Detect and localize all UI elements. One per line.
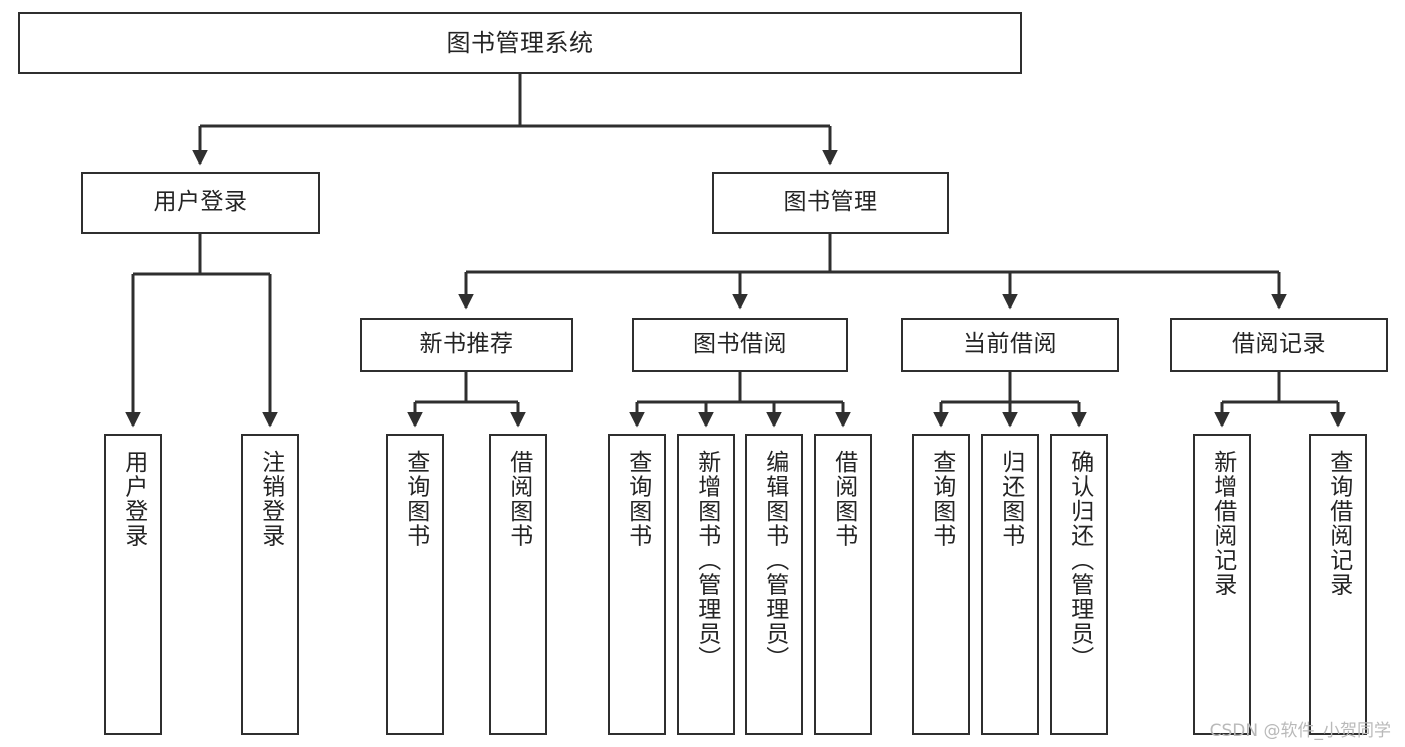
- node-leaf-add-record-label: 新增借阅记录: [1209, 450, 1236, 597]
- node-leaf-query-book-1-label: 查询图书: [402, 450, 429, 548]
- node-leaf-return-book[interactable]: 归还图书: [981, 434, 1039, 735]
- node-leaf-return-book-label: 归还图书: [997, 450, 1024, 548]
- csdn-watermark: CSDN @软件_小贺同学: [1209, 721, 1391, 741]
- node-leaf-borrow-book-2-label: 借阅图书: [830, 450, 857, 548]
- node-root[interactable]: 图书管理系统: [18, 12, 1022, 74]
- node-leaf-user-login-label: 用户登录: [120, 450, 147, 548]
- node-leaf-add-book-label: 新增图书（管理员）: [693, 450, 720, 671]
- node-new-book-rec-label: 新书推荐: [419, 331, 514, 358]
- node-borrow-record[interactable]: 借阅记录: [1170, 318, 1388, 372]
- node-leaf-edit-book[interactable]: 编辑图书（管理员）: [745, 434, 803, 735]
- node-new-book-rec[interactable]: 新书推荐: [360, 318, 573, 372]
- node-leaf-borrow-book-1[interactable]: 借阅图书: [489, 434, 547, 735]
- node-leaf-logout-login-label: 注销登录: [257, 450, 284, 548]
- node-root-label: 图书管理系统: [446, 28, 594, 57]
- node-leaf-add-record[interactable]: 新增借阅记录: [1193, 434, 1251, 735]
- node-leaf-borrow-book-1-label: 借阅图书: [505, 450, 532, 548]
- node-leaf-confirm-return[interactable]: 确认归还（管理员）: [1050, 434, 1108, 735]
- node-user-login[interactable]: 用户登录: [81, 172, 320, 234]
- node-leaf-user-login[interactable]: 用户登录: [104, 434, 162, 735]
- node-leaf-confirm-return-label: 确认归还（管理员）: [1066, 450, 1093, 671]
- node-current-borrow[interactable]: 当前借阅: [901, 318, 1119, 372]
- node-leaf-logout-login[interactable]: 注销登录: [241, 434, 299, 735]
- node-leaf-query-record-label: 查询借阅记录: [1325, 450, 1352, 597]
- node-leaf-query-book-2-label: 查询图书: [624, 450, 651, 548]
- node-book-manage-label: 图书管理: [783, 189, 878, 216]
- node-user-login-label: 用户登录: [153, 189, 248, 216]
- node-leaf-add-book[interactable]: 新增图书（管理员）: [677, 434, 735, 735]
- node-leaf-edit-book-label: 编辑图书（管理员）: [761, 450, 788, 671]
- node-current-borrow-label: 当前借阅: [963, 331, 1057, 358]
- node-leaf-query-book-3-label: 查询图书: [928, 450, 955, 548]
- node-book-borrow[interactable]: 图书借阅: [632, 318, 848, 372]
- node-borrow-record-label: 借阅记录: [1232, 331, 1326, 358]
- node-book-borrow-label: 图书借阅: [693, 331, 787, 358]
- node-leaf-query-book-1[interactable]: 查询图书: [386, 434, 444, 735]
- node-leaf-borrow-book-2[interactable]: 借阅图书: [814, 434, 872, 735]
- node-leaf-query-book-3[interactable]: 查询图书: [912, 434, 970, 735]
- node-book-manage[interactable]: 图书管理: [712, 172, 949, 234]
- node-leaf-query-book-2[interactable]: 查询图书: [608, 434, 666, 735]
- node-leaf-query-record[interactable]: 查询借阅记录: [1309, 434, 1367, 735]
